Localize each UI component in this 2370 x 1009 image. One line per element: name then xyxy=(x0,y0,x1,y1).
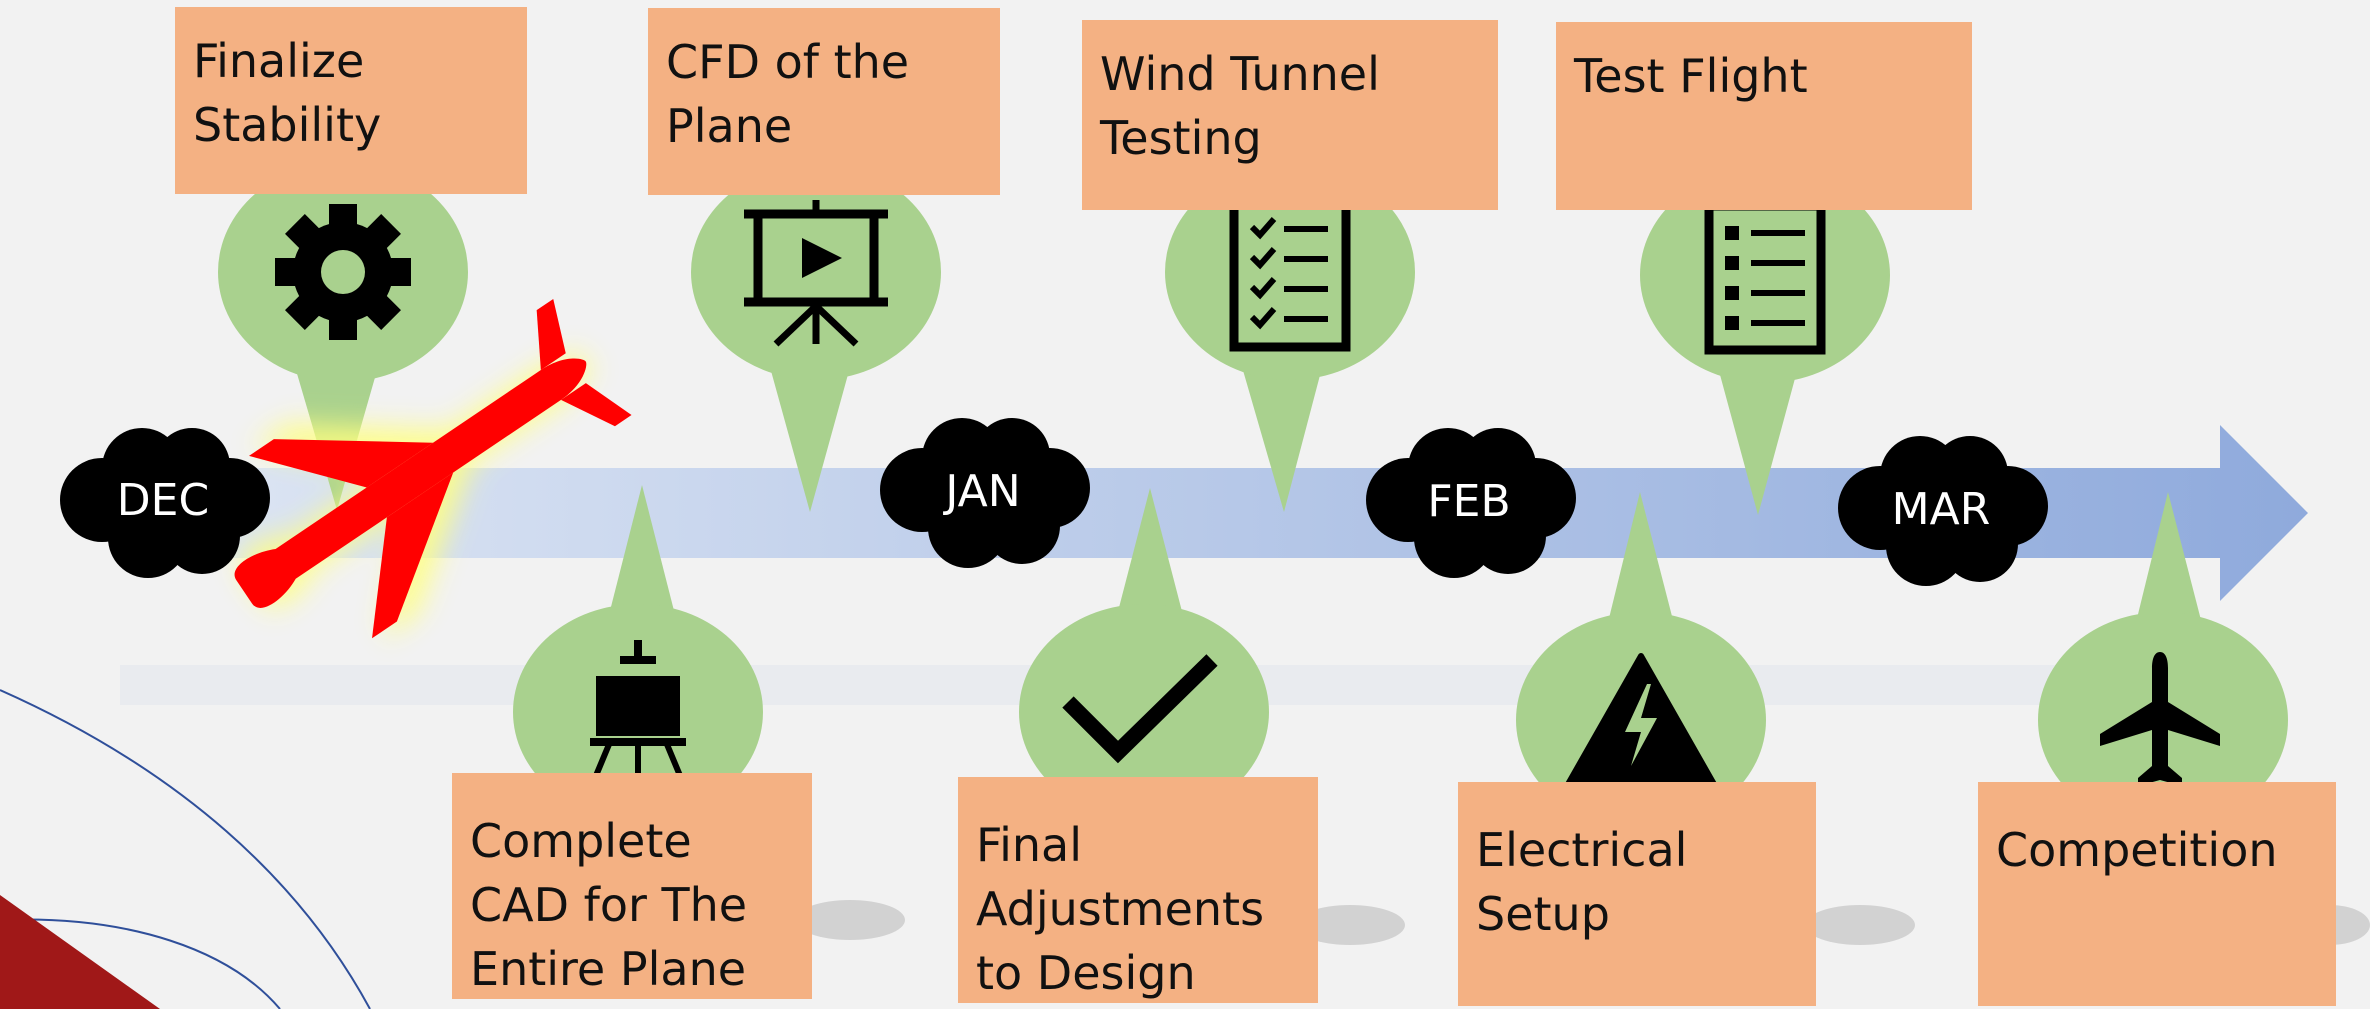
milestone-text-line: Final xyxy=(976,818,1083,872)
month-label: FEB xyxy=(1427,475,1511,527)
milestone-text-line: Test Flight xyxy=(1574,49,1808,103)
milestone-complete-cad: Complete CAD for The Entire Plane xyxy=(452,773,812,999)
milestone-text-line: Entire Plane xyxy=(470,942,747,996)
milestone-text-line: to Design xyxy=(976,946,1196,1000)
milestone-text-line: Adjustments xyxy=(976,882,1265,936)
milestone-electrical-setup: Electrical Setup xyxy=(1458,782,1816,1006)
milestone-wind-tunnel-testing: Wind Tunnel Testing xyxy=(1082,20,1498,210)
month-label: MAR xyxy=(1891,483,1991,535)
milestone-text-line: Plane xyxy=(666,99,793,153)
milestone-cfd-of-plane: CFD of the Plane xyxy=(648,8,1000,195)
month-cloud-feb: FEB xyxy=(1358,420,1580,582)
month-cloud-jan: JAN xyxy=(872,410,1094,572)
milestone-text-line: Setup xyxy=(1476,887,1610,941)
milestone-text-line: Complete xyxy=(470,814,692,868)
milestone-text-line: CAD for The xyxy=(470,878,748,932)
milestone-final-adjustments: Final Adjustments to Design xyxy=(958,777,1318,1003)
milestone-text-line: CFD of the xyxy=(666,35,910,89)
month-label: JAN xyxy=(945,465,1021,517)
milestone-competition: Competition xyxy=(1978,782,2336,1006)
milestone-test-flight: Test Flight xyxy=(1556,22,1972,210)
milestone-finalize-stability: Finalize Stability xyxy=(175,7,527,194)
milestone-text-line: Finalize xyxy=(193,34,365,88)
milestone-text-line: Competition xyxy=(1996,823,2278,877)
milestone-text-line: Stability xyxy=(193,98,382,152)
month-cloud-dec: DEC xyxy=(52,420,274,580)
red-corner-shape xyxy=(0,895,160,1009)
milestone-text-line: Testing xyxy=(1100,111,1262,165)
month-label: DEC xyxy=(116,474,210,526)
milestone-text-line: Electrical xyxy=(1476,823,1688,877)
milestone-text-line: Wind Tunnel xyxy=(1100,47,1380,101)
month-cloud-mar: MAR xyxy=(1830,428,2052,590)
